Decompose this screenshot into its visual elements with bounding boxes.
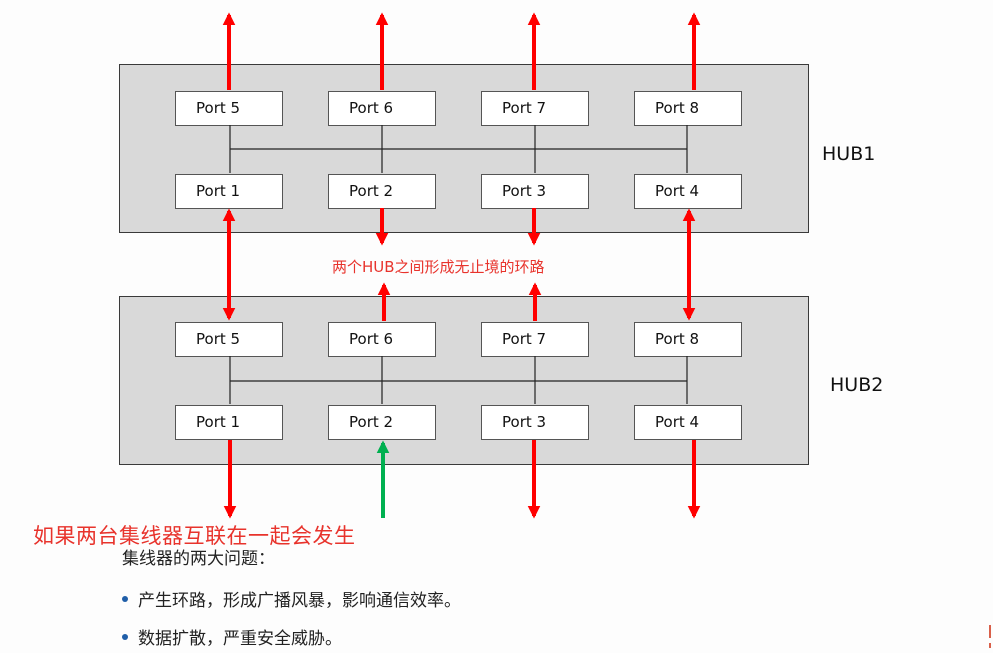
bullet-icon xyxy=(122,634,128,640)
hub2-port-1: Port 1 xyxy=(175,405,283,440)
hub2-label: HUB2 xyxy=(830,374,884,396)
hub1-label: HUB1 xyxy=(822,143,876,165)
hub2-port-2: Port 2 xyxy=(328,405,436,440)
hub1-port-1: Port 1 xyxy=(175,174,283,209)
hub2-port-5: Port 5 xyxy=(175,322,283,357)
bullet-icon xyxy=(122,596,128,602)
problem-item: 产生环路，形成广播风暴，影响通信效率。 xyxy=(122,586,461,611)
hub1-port-8: Port 8 xyxy=(634,91,742,126)
hub2-bus xyxy=(229,356,688,404)
hub2-port-8: Port 8 xyxy=(634,322,742,357)
hub2-port-3: Port 3 xyxy=(481,405,589,440)
hub1-port-2: Port 2 xyxy=(328,174,436,209)
problem-text: 数据扩散，严重安全威胁。 xyxy=(138,629,342,649)
problem-text: 产生环路，形成广播风暴，影响通信效率。 xyxy=(138,591,461,611)
hub1-port-5: Port 5 xyxy=(175,91,283,126)
hub1-box: Port 5 Port 6 Port 7 Port 8 Port 1 Port … xyxy=(119,64,809,233)
loop-annotation: 两个HUB之间形成无止境的环路 xyxy=(332,258,545,276)
hub2-port-7: Port 7 xyxy=(481,322,589,357)
warning-annotation: 如果两台集线器互联在一起会发生 xyxy=(33,524,356,548)
hub1-port-4: Port 4 xyxy=(634,174,742,209)
edge-marker xyxy=(989,625,991,638)
problem-item: 数据扩散，严重安全威胁。 xyxy=(122,624,342,649)
hub1-port-6: Port 6 xyxy=(328,91,436,126)
hub1-port-3: Port 3 xyxy=(481,174,589,209)
edge-marker xyxy=(989,643,991,648)
hub2-port-4: Port 4 xyxy=(634,405,742,440)
problems-title: 集线器的两大问题： xyxy=(122,549,275,569)
hub1-bus xyxy=(229,125,688,173)
